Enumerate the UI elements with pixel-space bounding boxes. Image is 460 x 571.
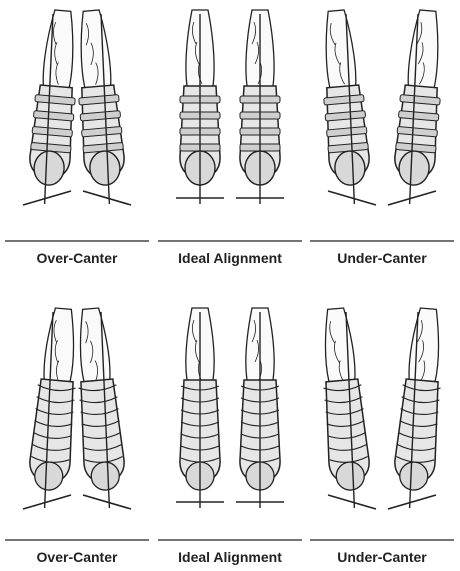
caption-under: Under-Canter <box>306 549 458 565</box>
leg <box>407 9 442 93</box>
ski-base-line <box>23 495 71 509</box>
caption-under: Under-Canter <box>306 250 458 266</box>
boot <box>28 307 84 492</box>
caption-over: Over-Canter <box>1 549 153 565</box>
leg <box>322 307 357 387</box>
boot <box>71 307 127 492</box>
boot <box>393 9 448 187</box>
panel-over <box>5 307 149 540</box>
leg <box>43 307 78 387</box>
boot <box>316 307 372 492</box>
panel-ideal <box>158 10 302 241</box>
leg <box>408 307 443 387</box>
caption-ideal: Ideal Alignment <box>154 549 306 565</box>
panel-under <box>310 9 454 241</box>
ski-base-line <box>83 191 131 205</box>
panel-over <box>5 9 149 241</box>
caption-over: Over-Canter <box>1 250 153 266</box>
boot <box>28 9 83 187</box>
leg <box>77 9 112 93</box>
boot <box>316 9 371 187</box>
caption-ideal: Ideal Alignment <box>154 250 306 266</box>
leg <box>77 307 112 387</box>
ski-base-line <box>388 495 436 509</box>
panel-under <box>310 307 454 540</box>
leg <box>322 9 357 93</box>
ski-base-line <box>328 191 376 205</box>
panel-ideal <box>158 308 302 540</box>
ski-base-line <box>23 191 71 205</box>
boot <box>393 307 449 492</box>
leg <box>42 9 77 93</box>
ski-base-line <box>388 191 436 205</box>
ski-base-line <box>328 495 376 509</box>
boot <box>71 9 126 187</box>
ski-base-line <box>83 495 131 509</box>
